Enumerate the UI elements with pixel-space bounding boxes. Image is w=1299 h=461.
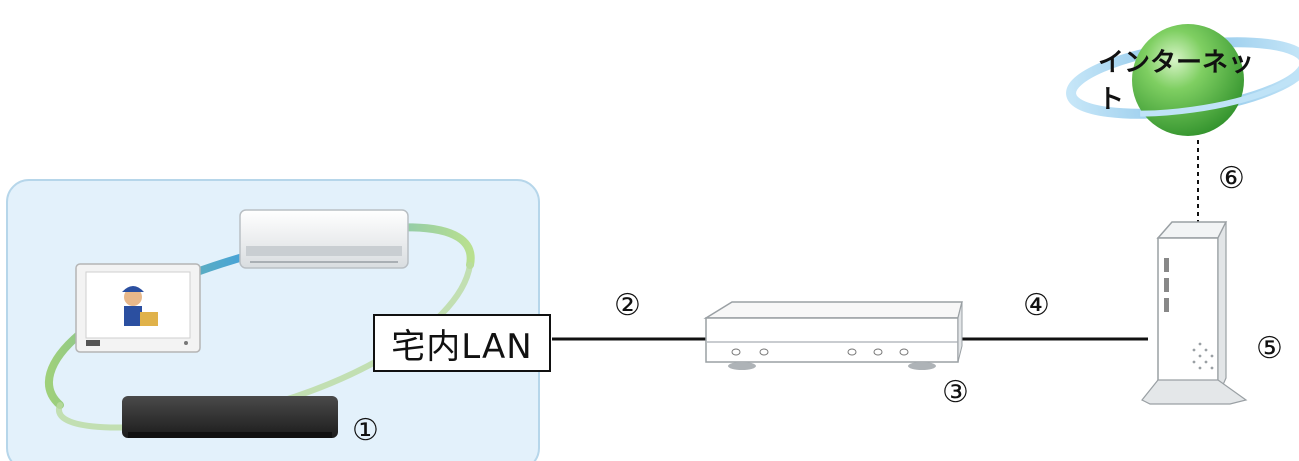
marker-2: ② (614, 288, 641, 323)
modem-icon (1141, 221, 1248, 405)
network-hub-icon (703, 301, 963, 370)
marker-4: ④ (1023, 288, 1050, 323)
intercom-monitor-icon (75, 263, 201, 353)
internet-globe-icon (1066, 24, 1299, 136)
marker-1: ① (352, 413, 379, 448)
home-lan-label: 宅内LAN (391, 326, 533, 367)
recorder-icon (122, 396, 338, 438)
marker-6: ⑥ (1218, 161, 1245, 196)
marker-3: ③ (942, 375, 969, 410)
internet-label: インターネット (1098, 48, 1255, 115)
home-lan-label-box: 宅内LAN (373, 314, 551, 372)
marker-5: ⑤ (1256, 331, 1283, 366)
air-conditioner-icon (239, 209, 409, 269)
